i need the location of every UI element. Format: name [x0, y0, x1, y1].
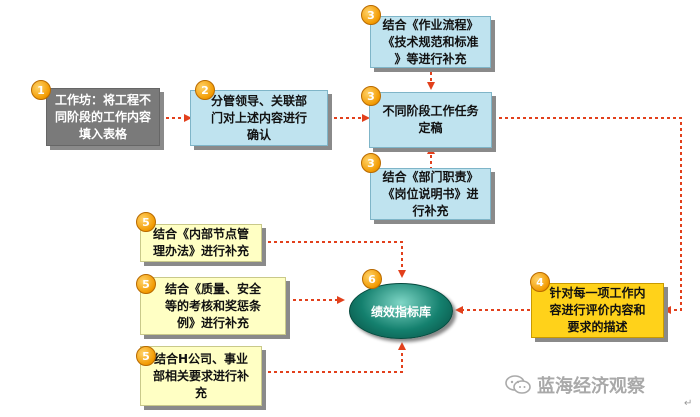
badge-1: 1	[31, 80, 51, 100]
node-workshop: 工作坊：将工程不 同阶段的工作内容 填入表格	[46, 88, 160, 146]
node-task-draft-text: 不同阶段工作任务 定稿	[382, 104, 479, 135]
arrow-draft-to-evaluate	[493, 117, 682, 314]
node-quality-safety: 结合《质量、安全 等的考核和奖惩条 例》进行补充	[140, 277, 286, 335]
node-company-req: 结合H公司、事业 部相关要求进行补 充	[140, 346, 262, 406]
node-leader-confirm: 分管领导、关联部 门对上述内容进行 确认	[190, 90, 328, 146]
node-dept-duty-text: 结合《部门职责》 《岗位说明书》进 行补充	[382, 169, 479, 218]
badge-6: 6	[362, 269, 382, 289]
node-kpi-library-text: 绩效指标库	[370, 304, 431, 319]
node-workflow: 结合《作业流程》 《技术规范和标准 》等进行补充	[370, 16, 491, 68]
node-company-req-text: 结合H公司、事业 部相关要求进行补 充	[152, 351, 249, 400]
wechat-icon	[505, 375, 531, 394]
node-dept-duty: 结合《部门职责》 《岗位说明书》进 行补充	[370, 168, 491, 220]
paragraph-mark: ↵	[684, 398, 693, 409]
node-task-draft: 不同阶段工作任务 定稿	[369, 92, 492, 148]
badge-3-mid: 3	[361, 86, 381, 106]
node-evaluate: 针对每一项工作内 容进行评价内容和 要求的描述	[531, 283, 664, 338]
arrow-company-to-library	[262, 342, 406, 373]
node-evaluate-text: 针对每一项工作内 容进行评价内容和 要求的描述	[549, 286, 646, 334]
watermark: 蓝海经济观察	[505, 372, 645, 398]
badge-4: 4	[530, 272, 550, 292]
arrow-internal-to-library	[262, 241, 406, 278]
node-internal-node-text: 结合《内部节点管 理办法》进行补充	[152, 227, 249, 258]
node-kpi-library: 绩效指标库	[349, 283, 453, 339]
badge-3-bottom: 3	[361, 153, 381, 173]
badge-2: 2	[195, 80, 215, 100]
badge-3-top: 3	[361, 5, 381, 25]
node-workflow-text: 结合《作业流程》 《技术规范和标准 》等进行补充	[382, 17, 479, 66]
badge-5-mid: 5	[136, 274, 156, 294]
badge-5-top: 5	[136, 212, 156, 232]
node-leader-confirm-text: 分管领导、关联部 门对上述内容进行 确认	[210, 93, 307, 142]
watermark-text: 蓝海经济观察	[537, 376, 645, 397]
node-quality-safety-text: 结合《质量、安全 等的考核和奖惩条 例》进行补充	[164, 281, 261, 330]
badge-5-bottom: 5	[136, 346, 156, 366]
node-internal-node: 结合《内部节点管 理办法》进行补充	[140, 224, 262, 262]
node-workshop-text: 工作坊：将工程不 同阶段的工作内容 填入表格	[54, 92, 151, 141]
